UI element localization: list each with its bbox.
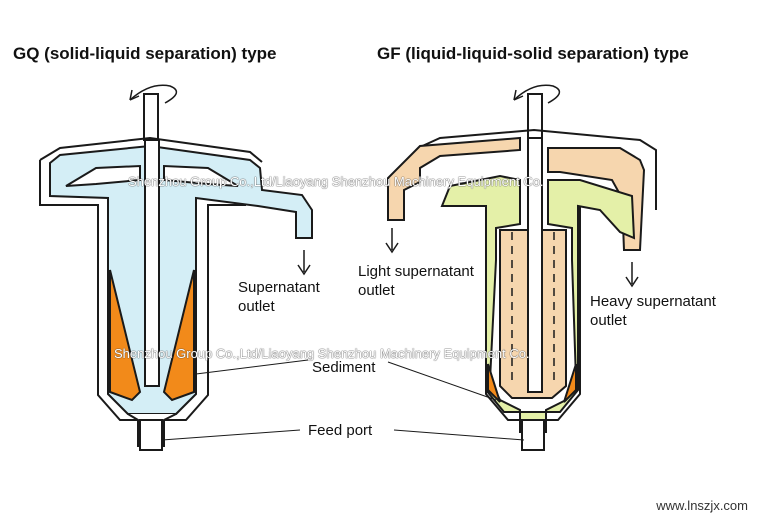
title-gq: GQ (solid-liquid separation) type	[13, 44, 277, 63]
watermark-middle: Shenzhou Group Co.,Ltd/Liaoyang Shenzhou…	[114, 346, 530, 361]
light-phase-region	[387, 136, 521, 221]
watermark-top: Shenzhou Group Co.,Ltd/Liaoyang Shenzhou…	[128, 174, 544, 189]
title-gf: GF (liquid-liquid-solid separation) type	[377, 44, 689, 63]
label-supernatant-outlet: Supernatant outlet	[238, 279, 320, 315]
sediment-right	[563, 363, 577, 403]
label-feed-port: Feed port	[308, 422, 373, 439]
heavy-outlet-arrow-icon	[625, 262, 639, 288]
label-sediment: Sediment	[312, 359, 376, 376]
rotation-arrow-icon	[129, 84, 178, 104]
sediment-left	[109, 269, 142, 402]
gq-centrifuge	[39, 84, 313, 451]
spindle	[143, 93, 159, 141]
heavy-phase-region	[547, 147, 646, 251]
label-light-supernatant-outlet: Light supernatant outlet	[358, 263, 474, 299]
light-outlet-arrow-icon	[385, 228, 399, 254]
site-url: www.lnszjx.com	[656, 498, 748, 513]
label-heavy-supernatant-outlet: Heavy supernatant outlet	[590, 293, 716, 329]
rotation-arrow-icon	[513, 84, 561, 104]
sediment-left	[487, 363, 501, 403]
sediment-right	[162, 269, 195, 402]
outlet-arrow-icon	[297, 250, 311, 276]
gf-centrifuge	[385, 84, 657, 451]
